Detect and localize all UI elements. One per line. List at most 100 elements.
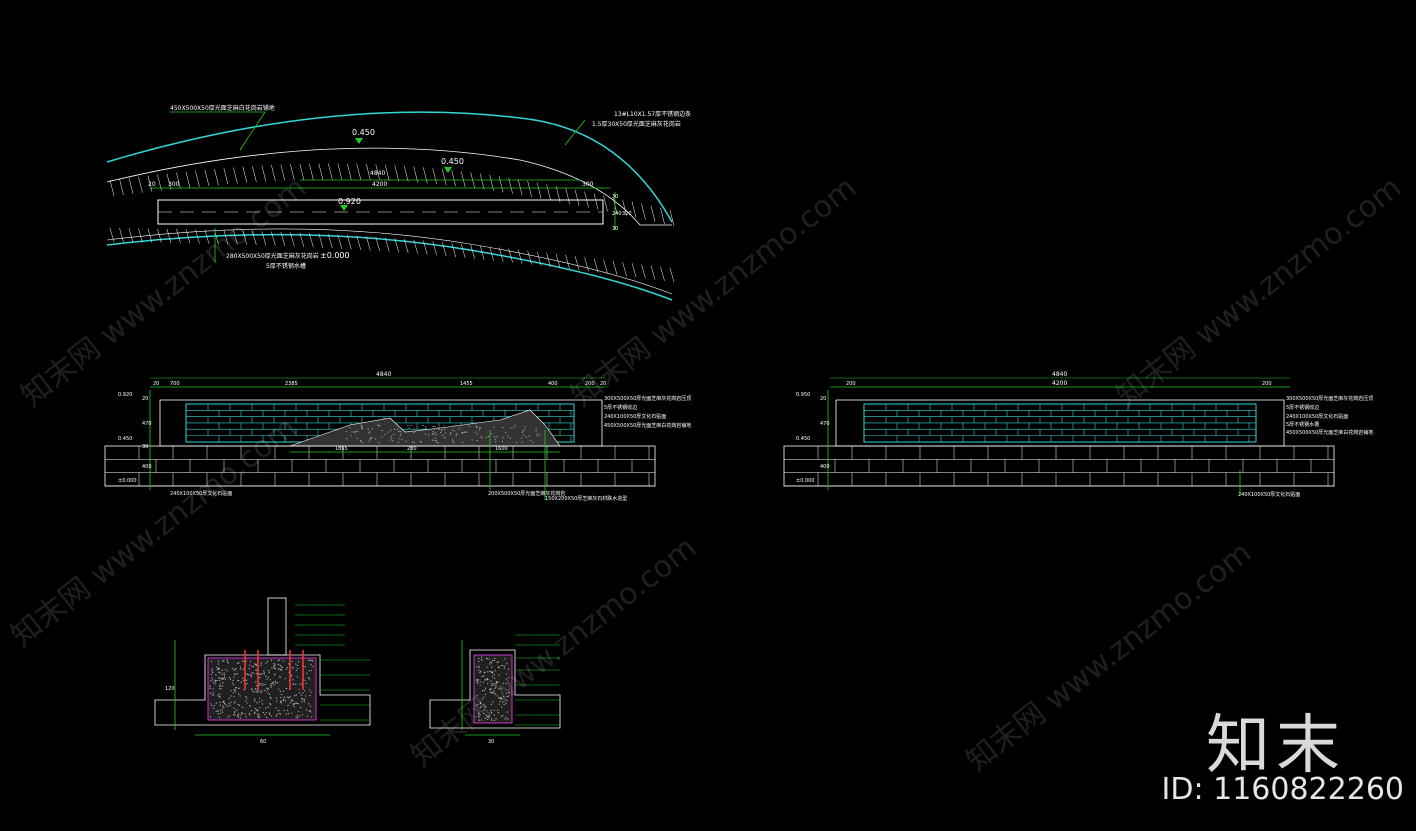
concrete-texture-dot	[220, 685, 222, 687]
concrete-texture-dot	[490, 703, 492, 705]
concrete-texture-dot	[495, 718, 497, 720]
cascade-texture-dot	[496, 436, 498, 438]
concrete-texture-dot	[237, 715, 239, 717]
plan-hatch-line	[233, 230, 238, 245]
cascade-texture-dot	[507, 435, 509, 437]
concrete-texture-dot	[230, 690, 232, 692]
concrete-texture-dot	[293, 702, 295, 705]
cascade-texture-dot	[536, 433, 538, 435]
concrete-texture-dot	[478, 712, 480, 714]
cascade-texture-dot	[504, 431, 507, 434]
concrete-texture-dot	[215, 710, 217, 712]
cascade-texture-dot	[501, 440, 504, 443]
concrete-texture-dot	[288, 697, 290, 699]
plan-hatch-line	[157, 228, 162, 243]
concrete-texture-dot	[223, 660, 225, 662]
concrete-texture-dot	[255, 672, 257, 675]
concrete-texture-dot	[491, 682, 493, 685]
concrete-texture-dot	[505, 683, 507, 685]
plan-hatch-line	[631, 263, 637, 278]
plan-hatch-line	[441, 242, 447, 257]
right-note-right: 300X500X50厚光面芝麻灰花岗岩压顶	[1286, 395, 1373, 402]
plan-hatch-line	[441, 169, 447, 186]
concrete-texture-dot	[296, 702, 298, 704]
concrete-texture-dot	[287, 704, 289, 706]
left-dim-total: 4840	[376, 371, 391, 378]
concrete-texture-dot	[306, 672, 308, 674]
concrete-texture-dot	[214, 683, 216, 685]
concrete-texture-dot	[210, 703, 212, 705]
concrete-texture-dot	[502, 701, 504, 703]
cascade-texture-dot	[523, 434, 525, 436]
concrete-texture-dot	[486, 677, 488, 680]
plan-hatch-line	[432, 168, 437, 185]
concrete-texture-dot	[270, 683, 272, 685]
concrete-texture-dot	[253, 700, 256, 702]
concrete-texture-dot	[234, 701, 236, 703]
concrete-texture-dot	[493, 709, 495, 711]
plan-hatch-line	[498, 247, 504, 262]
plan-inner-curve	[106, 147, 672, 226]
section1-concrete-core	[207, 657, 317, 721]
cascade-texture-dot	[502, 437, 504, 439]
concrete-texture-dot	[251, 688, 253, 690]
plan-note-bottom-2: 5厚不锈钢水槽	[266, 262, 306, 270]
cascade-texture-dot	[444, 432, 447, 434]
concrete-texture-dot	[295, 663, 297, 665]
cascade-texture-dot	[393, 428, 396, 430]
section-detail-2: 30	[429, 634, 561, 745]
cascade-texture-dot	[522, 430, 524, 432]
cascade-texture-dot	[476, 427, 478, 429]
concrete-texture-dot	[260, 691, 262, 694]
plan-hatch-line	[195, 170, 200, 187]
cascade-texture-dot	[401, 438, 403, 440]
cascade-texture-dot	[362, 442, 364, 444]
concrete-texture-dot	[493, 683, 495, 685]
concrete-texture-dot	[278, 688, 280, 690]
concrete-texture-dot	[254, 711, 256, 713]
cascade-texture-dot	[479, 427, 481, 429]
concrete-texture-dot	[210, 660, 213, 662]
concrete-texture-dot	[479, 707, 481, 709]
concrete-texture-dot	[237, 716, 240, 718]
concrete-texture-dot	[267, 692, 269, 694]
plan-hatch-line	[366, 163, 371, 181]
concrete-texture-dot	[498, 697, 500, 700]
concrete-texture-dot	[224, 678, 226, 680]
concrete-texture-dot	[263, 672, 265, 674]
concrete-texture-dot	[242, 660, 244, 662]
cascade-texture-dot	[514, 424, 516, 427]
cascade-texture-dot	[478, 429, 480, 431]
concrete-texture-dot	[240, 681, 242, 684]
plan-hatch-line	[166, 173, 172, 190]
concrete-texture-dot	[249, 705, 251, 707]
concrete-texture-dot	[248, 674, 250, 676]
plan-hatch-line	[460, 171, 466, 188]
concrete-texture-dot	[211, 677, 213, 679]
concrete-texture-dot	[308, 703, 310, 705]
plan-hatch-line	[385, 164, 390, 181]
left-dim-side: 30	[142, 444, 148, 450]
concrete-texture-dot	[292, 683, 294, 685]
cascade-texture-dot	[350, 435, 352, 437]
plan-hatch-line	[413, 239, 418, 254]
right-dim-side: 400	[820, 464, 830, 470]
concrete-texture-dot	[227, 662, 229, 664]
concrete-texture-dot	[241, 712, 243, 714]
concrete-texture-dot	[246, 697, 248, 699]
concrete-texture-dot	[271, 667, 273, 669]
concrete-texture-dot	[233, 669, 235, 671]
concrete-texture-dot	[259, 677, 261, 679]
concrete-texture-dot	[270, 659, 273, 661]
cascade-texture-dot	[453, 430, 456, 432]
concrete-texture-dot	[232, 692, 235, 694]
cascade-texture-dot	[361, 426, 364, 429]
concrete-texture-dot	[479, 681, 481, 683]
plan-hatch-line	[641, 264, 646, 279]
cascade-texture-dot	[399, 434, 401, 437]
concrete-texture-dot	[256, 702, 258, 704]
concrete-texture-dot	[302, 692, 304, 694]
concrete-texture-dot	[226, 661, 229, 663]
cascade-texture-dot	[462, 441, 464, 443]
plan-hatch-line	[337, 234, 343, 249]
